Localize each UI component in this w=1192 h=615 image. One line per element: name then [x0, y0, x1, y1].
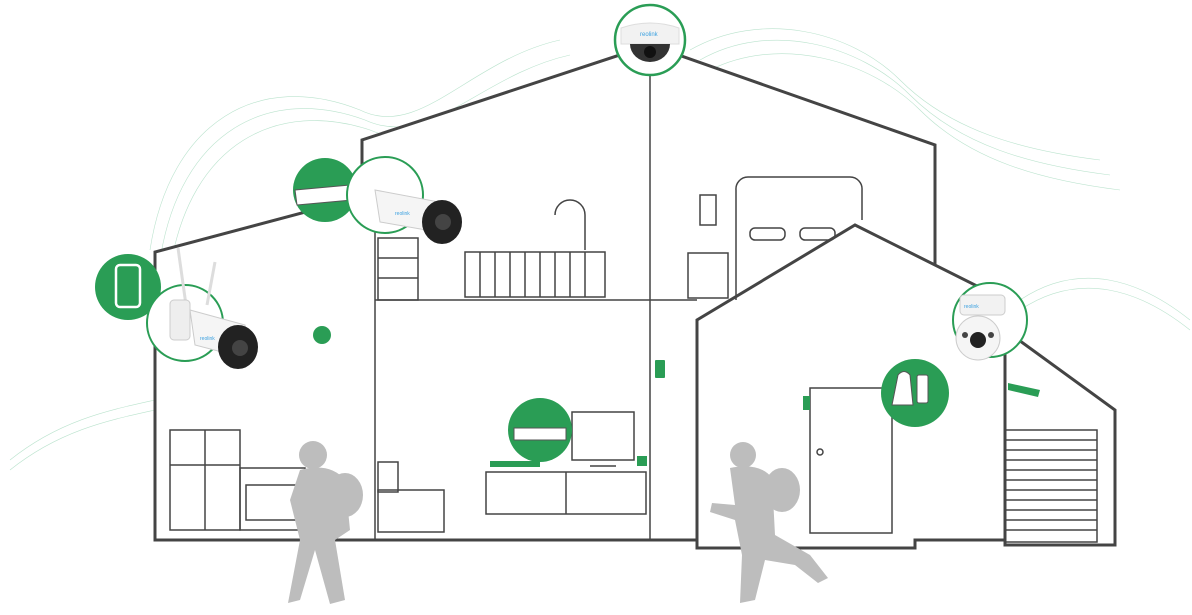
annex-outline	[695, 223, 1007, 550]
small-sensors	[313, 326, 1040, 467]
nvr-icon	[513, 427, 567, 441]
dome-camera-icon	[620, 22, 680, 62]
smart-hub-icon	[313, 326, 331, 344]
brand-logo: reolink	[640, 32, 659, 38]
background-waves	[9, 28, 1191, 471]
sensor-icon	[891, 371, 929, 406]
brand-logo: reolink	[200, 336, 215, 342]
bullet-camera-icon	[374, 189, 462, 244]
interior-lines	[169, 75, 1098, 543]
house-outline	[153, 43, 1117, 550]
garage-outline	[1003, 327, 1117, 547]
brand-logo: reolink	[964, 304, 979, 310]
dome-camera-badge[interactable]: reolink	[613, 3, 687, 77]
garage-camera-icon	[1008, 383, 1040, 397]
phone-badge[interactable]	[95, 254, 161, 320]
ptz-camera-badge[interactable]: reolink	[952, 282, 1028, 361]
ptz-camera-icon	[955, 294, 1006, 361]
bullet-camera-icon	[169, 299, 258, 369]
wired-camera-badge[interactable]: reolink	[346, 156, 462, 244]
phone-icon	[114, 263, 142, 309]
nvr-tv-badge[interactable]	[508, 398, 572, 462]
door-sensor-badge[interactable]	[881, 359, 949, 427]
wifi-camera-badge[interactable]: reolink	[146, 247, 258, 369]
brand-logo: reolink	[395, 211, 410, 217]
burglar-silhouette-right	[710, 442, 828, 603]
burglar-silhouette-left	[288, 441, 363, 604]
nvr-badge[interactable]	[293, 158, 357, 222]
